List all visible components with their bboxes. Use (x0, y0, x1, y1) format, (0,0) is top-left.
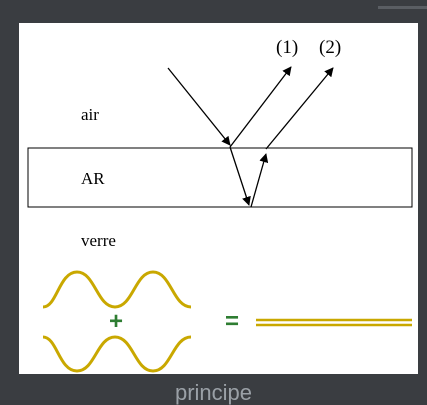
medium-glass-label: verre (81, 231, 116, 250)
equals-sign: = (225, 308, 239, 335)
caption: principe (174, 381, 253, 405)
plus-sign: + (109, 308, 123, 335)
coating-layer (27, 147, 413, 208)
wave-top (42, 270, 192, 309)
ray-label-1: (1) (276, 37, 298, 58)
internal-reflected-ray (250, 153, 269, 208)
reflected-ray-2 (265, 67, 334, 150)
antireflection-diagram: (1) (2) air AR verre + = (27, 37, 413, 373)
medium-air-label: air (81, 105, 99, 124)
top-divider (378, 6, 427, 9)
diagram-panel: (1) (2) air AR verre + = (19, 23, 418, 374)
reflected-ray-1 (229, 66, 292, 148)
coating-label: AR (81, 169, 105, 188)
ray-label-2: (2) (319, 37, 341, 58)
wave-bottom (42, 335, 192, 373)
refracted-ray (229, 146, 251, 206)
incident-ray (167, 67, 231, 146)
